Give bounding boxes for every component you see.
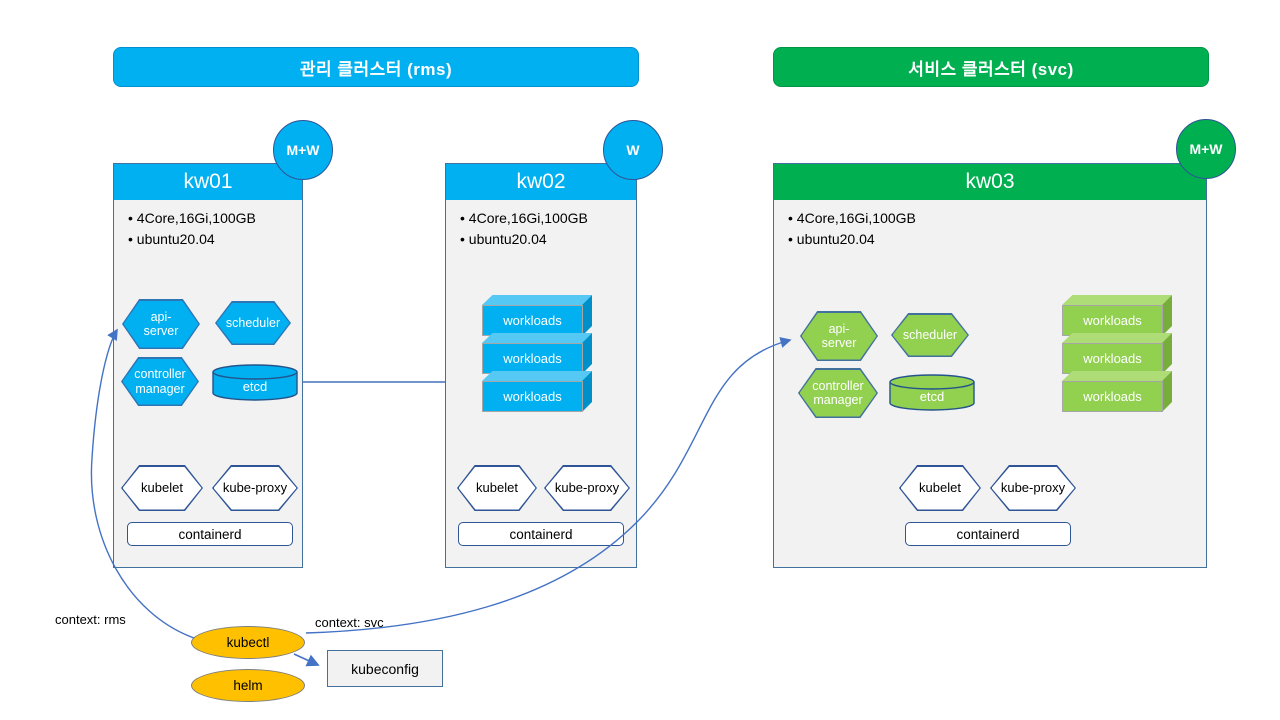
kubectl-ellipse: kubectl (191, 626, 305, 659)
node-kw01-specs: 4Core,16Gi,100GB ubuntu20.04 (128, 208, 256, 250)
banner-management-cluster-label: 관리 클러스터 (rms) (299, 59, 453, 79)
kw02-workloads-cube-3: workloads (482, 371, 592, 412)
node-kw03-specs: 4Core,16Gi,100GB ubuntu20.04 (788, 208, 916, 250)
kw01-controller-manager-hexagon: controller manager (121, 357, 199, 406)
cube-top-face (482, 371, 592, 381)
kw03-controller-manager-label: controller manager (799, 369, 877, 417)
node-kw02-specs: 4Core,16Gi,100GB ubuntu20.04 (460, 208, 588, 250)
badge-kw02-role-label: W (626, 142, 640, 158)
node-kw02-title: kw02 (516, 170, 566, 193)
cube-top-face (1062, 295, 1172, 305)
kw01-kube-proxy-label: kube-proxy (213, 466, 297, 510)
kw03-controller-manager-hexagon: controller manager (798, 368, 878, 418)
spec-line: 4Core,16Gi,100GB (460, 208, 588, 229)
spec-line: ubuntu20.04 (128, 229, 256, 250)
cube-top-face (482, 333, 592, 343)
node-kw01-header: kw01 (114, 164, 302, 200)
cube-top-face (1062, 333, 1172, 343)
cube-side-face (1162, 333, 1172, 374)
spec-line: 4Core,16Gi,100GB (788, 208, 916, 229)
arrow-kubectl-to-kubeconfig (293, 653, 320, 667)
badge-kw03-role: M+W (1176, 119, 1236, 179)
kw01-api-server-hexagon: api-server (122, 299, 200, 349)
kw03-workloads-cube-1: workloads (1062, 295, 1172, 336)
kw03-scheduler-hexagon: scheduler (891, 313, 969, 357)
kw03-kube-proxy-label: kube-proxy (991, 466, 1075, 510)
kw02-containerd-label: containerd (509, 526, 573, 542)
kw03-kube-proxy-hexagon: kube-proxy (990, 465, 1076, 511)
kw01-containerd-label: containerd (178, 526, 242, 542)
cube-side-face (1162, 295, 1172, 336)
kw03-scheduler-label: scheduler (892, 314, 968, 356)
kw03-workloads-label-3: workloads (1062, 381, 1163, 412)
node-kw03-header: kw03 (774, 164, 1206, 200)
kw03-api-server-hexagon: api-server (800, 311, 878, 361)
kw03-containerd-label: containerd (956, 526, 1020, 542)
kw03-kubelet-label: kubelet (900, 466, 980, 510)
kw03-workloads-cube-2: workloads (1062, 333, 1172, 374)
kw03-kubelet-hexagon: kubelet (899, 465, 981, 511)
banner-management-cluster: 관리 클러스터 (rms) (113, 47, 639, 87)
banner-service-cluster-label: 서비스 클러스터 (svc) (908, 59, 1074, 79)
spec-line: ubuntu20.04 (788, 229, 916, 250)
context-svc-label: context: svc (315, 615, 384, 630)
kw02-workloads-label-2: workloads (482, 343, 583, 374)
context-rms-label: context: rms (55, 612, 126, 627)
cube-side-face (582, 295, 592, 336)
helm-ellipse: helm (191, 669, 305, 702)
kubeconfig-label: kubeconfig (351, 660, 419, 677)
kw01-kubelet-hexagon: kubelet (121, 465, 203, 511)
spec-line: 4Core,16Gi,100GB (128, 208, 256, 229)
badge-kw03-role-label: M+W (1189, 141, 1223, 157)
kw03-api-server-label: api-server (801, 312, 877, 360)
cube-side-face (1162, 371, 1172, 412)
badge-kw01-role-label: M+W (286, 142, 320, 158)
kw01-scheduler-label: scheduler (216, 302, 290, 344)
banner-service-cluster: 서비스 클러스터 (svc) (773, 47, 1209, 87)
cube-top-face (482, 295, 592, 305)
kw01-containerd-box: containerd (127, 522, 293, 546)
kw03-workloads-label-1: workloads (1062, 305, 1163, 336)
node-kw03-title: kw03 (965, 170, 1015, 193)
kw02-workloads-cube-1: workloads (482, 295, 592, 336)
kw02-kube-proxy-hexagon: kube-proxy (544, 465, 630, 511)
badge-kw02-role: W (603, 120, 663, 180)
kw02-containerd-box: containerd (458, 522, 624, 546)
spec-line: ubuntu20.04 (460, 229, 588, 250)
kw03-containerd-box: containerd (905, 522, 1071, 546)
kubeconfig-box: kubeconfig (327, 650, 443, 687)
kubectl-label: kubectl (226, 635, 270, 650)
helm-label: helm (233, 678, 263, 693)
kw02-kubelet-hexagon: kubelet (457, 465, 537, 511)
kw02-workloads-label-3: workloads (482, 381, 583, 412)
kw01-scheduler-hexagon: scheduler (215, 301, 291, 345)
node-kw02-header: kw02 (446, 164, 636, 200)
cube-top-face (1062, 371, 1172, 381)
kw03-workloads-label-2: workloads (1062, 343, 1163, 374)
kw02-workloads-cube-2: workloads (482, 333, 592, 374)
kw03-workloads-cube-3: workloads (1062, 371, 1172, 412)
node-kw01-title: kw01 (183, 170, 233, 193)
kw01-kube-proxy-hexagon: kube-proxy (212, 465, 298, 511)
badge-kw01-role: M+W (273, 120, 333, 180)
kw02-workloads-label-1: workloads (482, 305, 583, 336)
